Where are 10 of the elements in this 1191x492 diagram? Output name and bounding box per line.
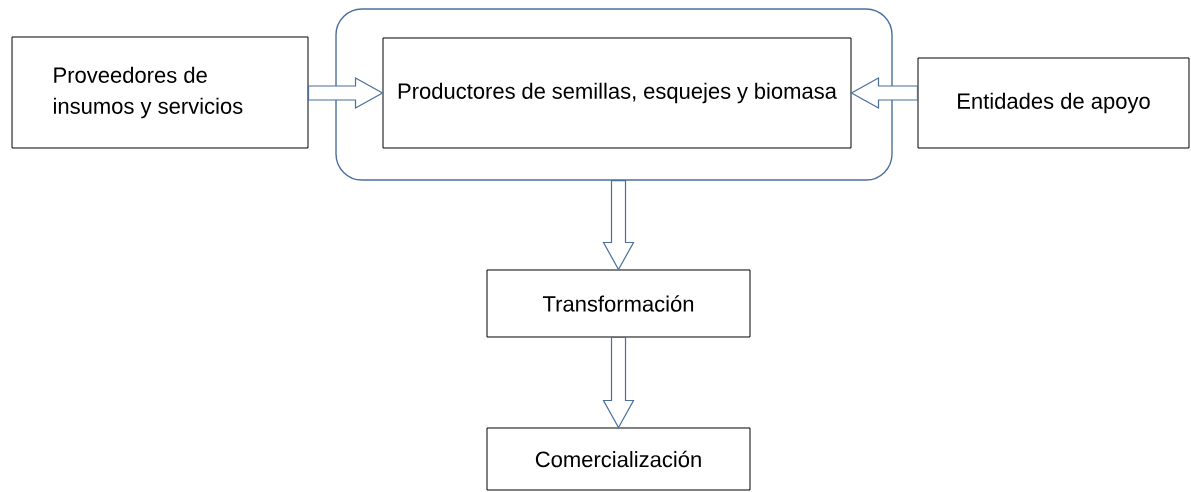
rounded-frame (335, 8, 893, 181)
box: Productores de semillas, esquejes y biomasa (382, 37, 852, 149)
block-arrow (602, 180, 635, 271)
box: Proveedores de insumos y servicios (11, 36, 309, 149)
box: Entidades de apoyo (917, 57, 1190, 149)
block-arrow (602, 336, 635, 429)
box: Transformación (486, 269, 751, 338)
box: Comercialización (486, 427, 751, 491)
block-arrow (307, 77, 384, 109)
block-arrow (850, 77, 919, 109)
